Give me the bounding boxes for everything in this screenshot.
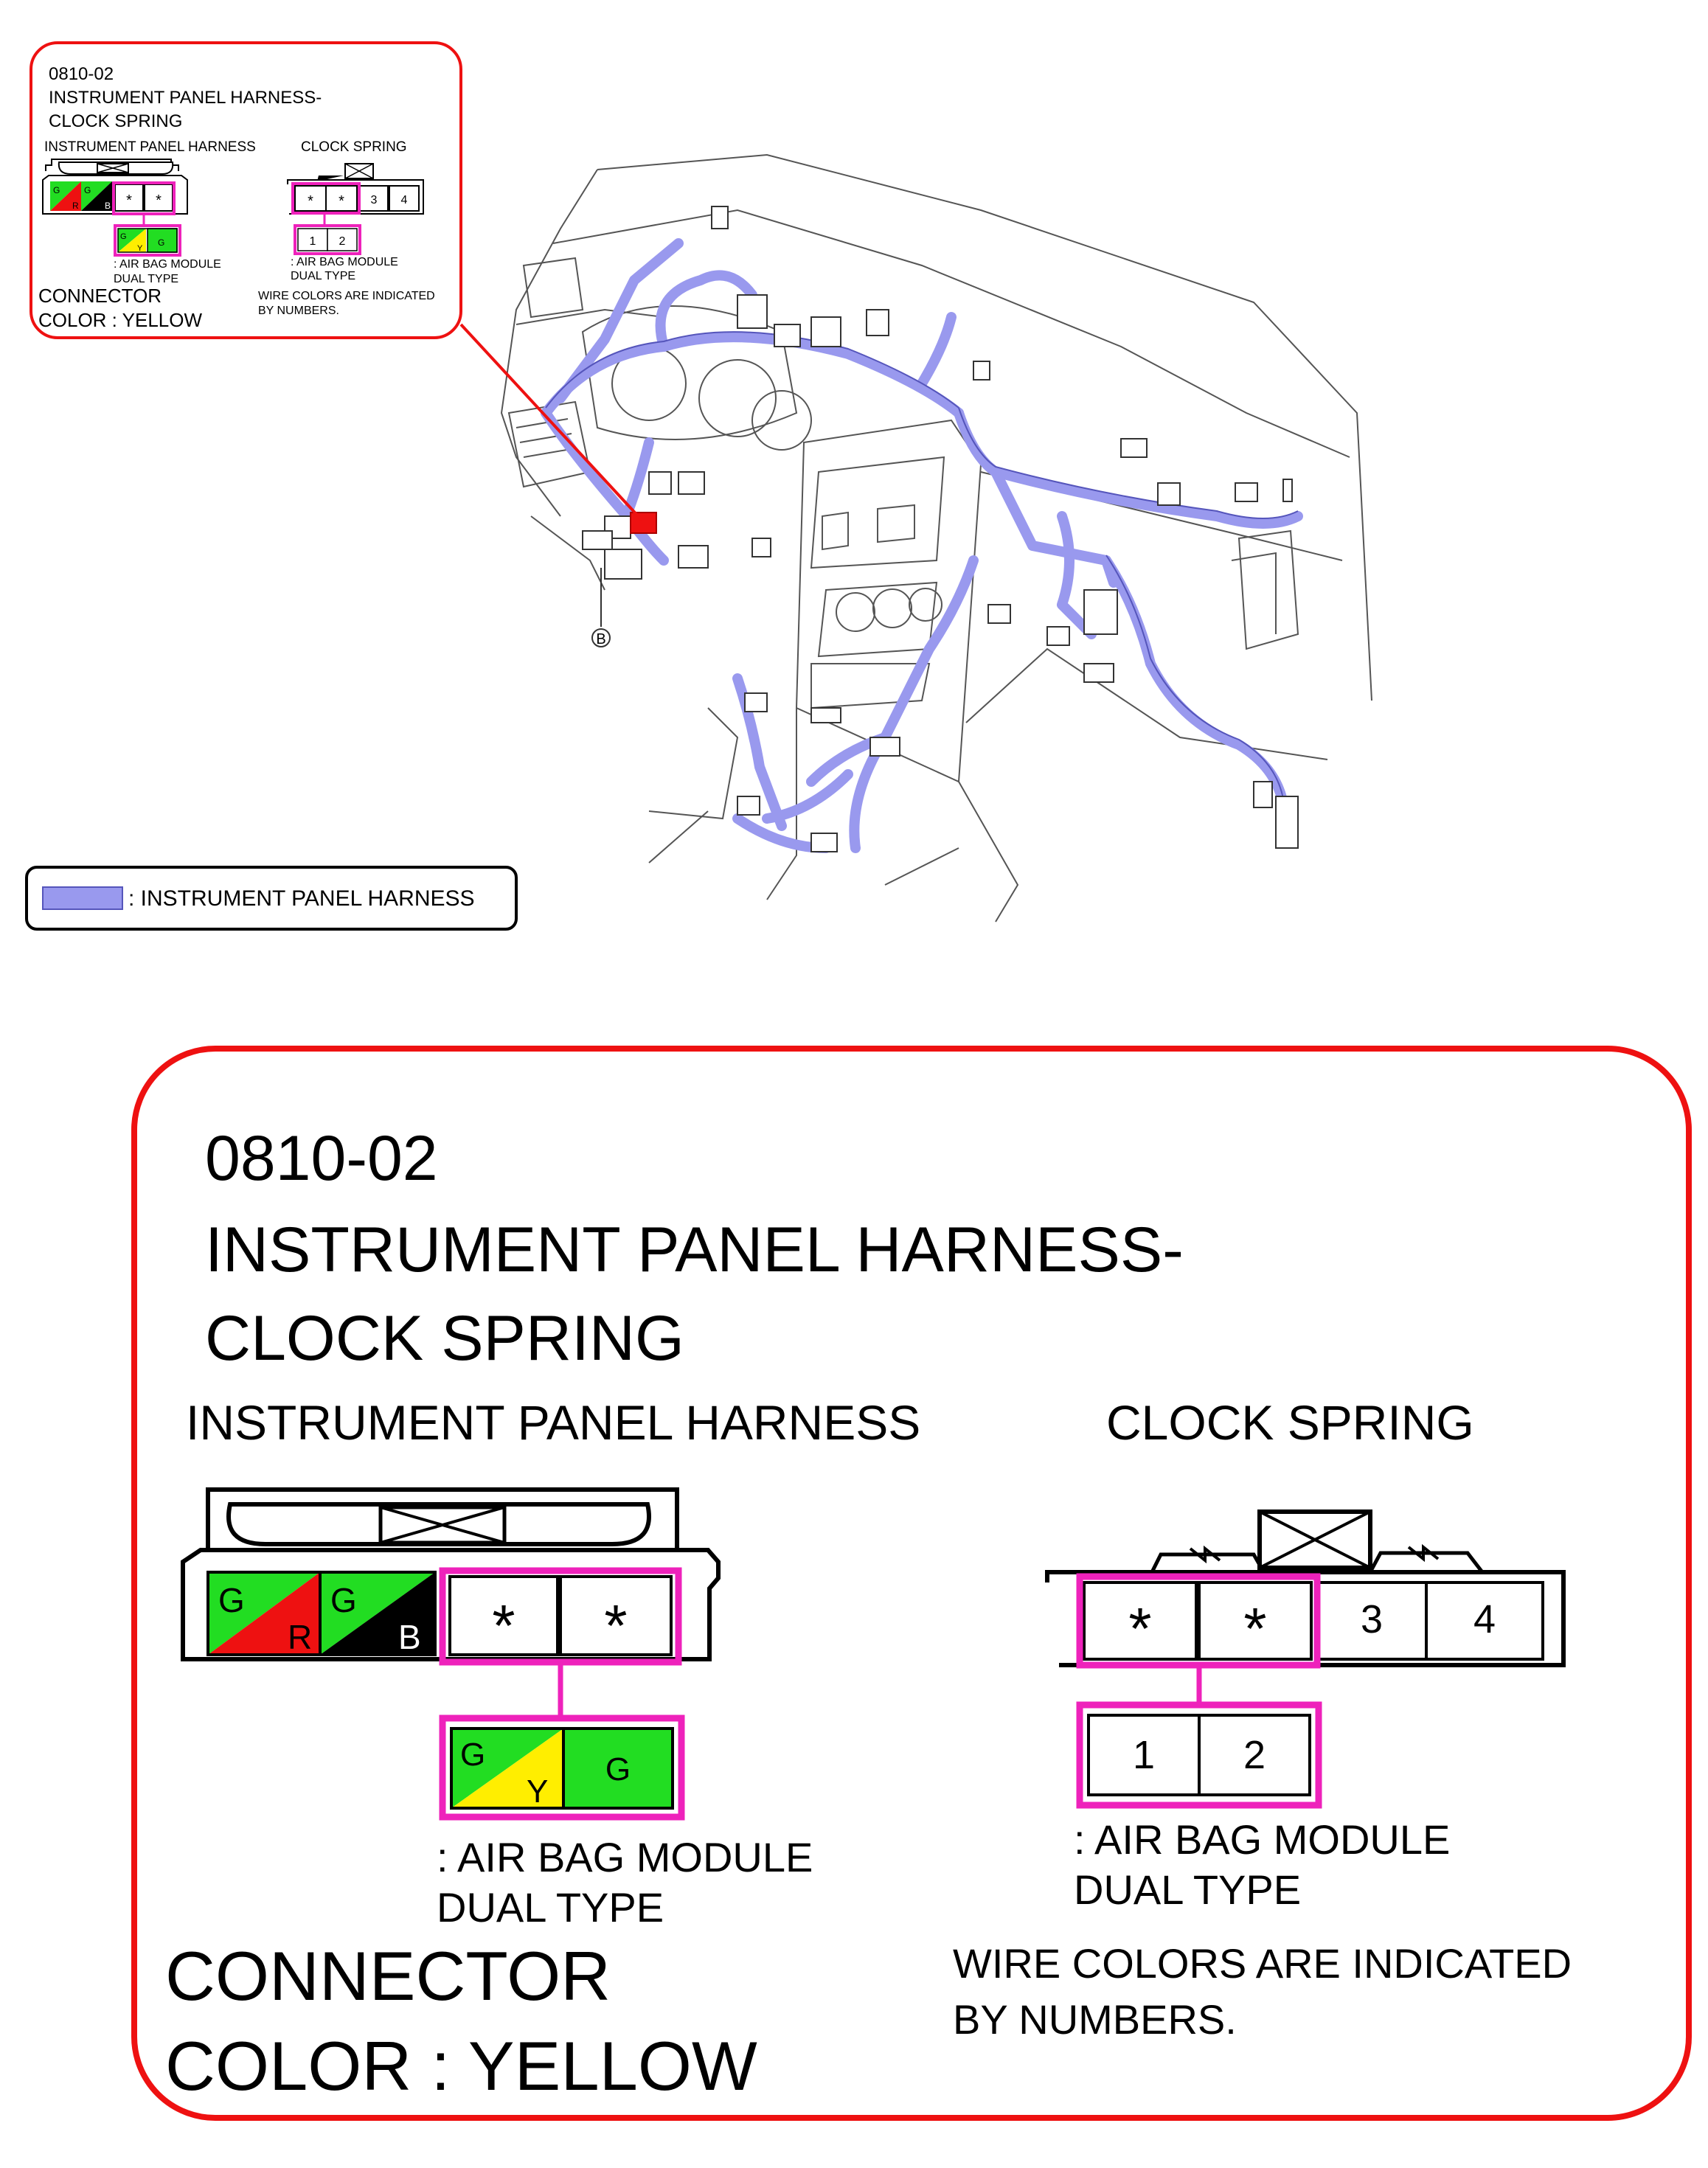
svg-text:*: * — [308, 193, 313, 209]
cs-pin3: 3 — [1361, 1597, 1383, 1641]
pin3-mark: * — [492, 1593, 515, 1658]
harness-connectors — [582, 206, 1299, 852]
svg-text:R: R — [72, 201, 79, 211]
small-right-connector: * * 3 4 1 2 — [287, 163, 424, 255]
svg-text:*: * — [126, 192, 132, 209]
small-wire-note-line2: BY NUMBERS. — [258, 305, 339, 317]
pin1-top: G — [218, 1581, 245, 1619]
svg-text:B: B — [105, 201, 111, 211]
pin4-mark: * — [604, 1593, 627, 1658]
harness-wiring — [541, 238, 1303, 853]
large-callout: 0810-02 INSTRUMENT PANEL HARNESS- CLOCK … — [131, 1046, 1692, 2121]
cs-airbag-pin1: 1 — [1133, 1733, 1155, 1777]
small-callout: 0810-02 INSTRUMENT PANEL HARNESS- CLOCK … — [29, 41, 462, 339]
highlighted-connector — [630, 512, 657, 534]
small-title-line1: INSTRUMENT PANEL HARNESS- — [49, 88, 322, 108]
svg-text:G: G — [120, 232, 127, 241]
cs-pin1: * — [1128, 1596, 1151, 1661]
cs-airbag-pin2: 2 — [1243, 1733, 1266, 1777]
small-wire-note-line1: WIRE COLORS ARE INDICATED — [258, 290, 435, 302]
b-marker-label: B — [596, 631, 605, 647]
large-right-airbag-line1: : AIR BAG MODULE — [1074, 1816, 1450, 1863]
small-code: 0810-02 — [49, 64, 114, 84]
small-left-airbag-line2: DUAL TYPE — [114, 273, 178, 285]
cs-pin4: 4 — [1473, 1597, 1496, 1641]
small-right-airbag-line1: : AIR BAG MODULE — [291, 256, 398, 268]
airbag-pin1-top: G — [460, 1737, 485, 1773]
small-title-line2: CLOCK SPRING — [49, 111, 182, 131]
svg-text:4: 4 — [401, 194, 408, 206]
pin2-top: G — [330, 1581, 357, 1619]
small-connector-line1: CONNECTOR — [38, 285, 162, 307]
small-callout-frame — [29, 41, 462, 339]
legend-label: : INSTRUMENT PANEL HARNESS — [128, 886, 475, 911]
large-connector-line1: CONNECTOR — [165, 1937, 611, 2015]
harness-wiring-outline — [545, 331, 1299, 799]
svg-text:3: 3 — [371, 194, 378, 206]
b-marker-circle — [591, 628, 611, 647]
large-code: 0810-02 — [205, 1123, 438, 1194]
airbag-pin1-bottom: Y — [527, 1773, 548, 1810]
dashboard-illustration — [500, 153, 1372, 923]
large-right-label: CLOCK SPRING — [1106, 1395, 1474, 1450]
large-title-line1: INSTRUMENT PANEL HARNESS- — [205, 1215, 1184, 1285]
svg-text:*: * — [156, 192, 162, 209]
svg-text:G: G — [53, 185, 60, 195]
small-left-connector: G R G B * * G Y G — [42, 159, 188, 257]
small-connector-line2: COLOR : YELLOW — [38, 309, 202, 331]
small-right-airbag-line2: DUAL TYPE — [291, 270, 355, 282]
svg-text:*: * — [339, 193, 344, 209]
svg-text:1: 1 — [310, 235, 316, 248]
large-left-label: INSTRUMENT PANEL HARNESS — [186, 1395, 920, 1450]
large-right-connector: * * 3 4 1 2 — [1045, 1509, 1566, 1809]
harness-legend: : INSTRUMENT PANEL HARNESS — [25, 866, 518, 931]
svg-text:Y: Y — [137, 244, 143, 253]
large-right-airbag-line2: DUAL TYPE — [1074, 1866, 1301, 1913]
large-title-line2: CLOCK SPRING — [205, 1303, 684, 1374]
svg-text:2: 2 — [339, 235, 346, 248]
svg-text:G: G — [84, 185, 91, 195]
small-right-label: CLOCK SPRING — [301, 139, 407, 155]
left-airbag-highlight — [439, 1714, 685, 1821]
legend-swatch — [42, 886, 123, 910]
callout-leader-line — [459, 323, 643, 521]
pin2-bottom: B — [398, 1618, 421, 1656]
large-left-airbag-line2: DUAL TYPE — [437, 1884, 664, 1931]
legend-frame — [25, 866, 518, 931]
large-left-connector: G R G B * * G Y G — [181, 1487, 721, 1821]
pin1-bottom: R — [288, 1618, 312, 1656]
large-callout-frame — [131, 1046, 1692, 2121]
large-left-airbag-line1: : AIR BAG MODULE — [437, 1834, 813, 1880]
large-connector-line2: COLOR : YELLOW — [165, 2027, 757, 2105]
right-airbag-highlight — [1076, 1701, 1322, 1809]
small-left-label: INSTRUMENT PANEL HARNESS — [44, 139, 256, 155]
small-left-airbag-line1: : AIR BAG MODULE — [114, 258, 221, 271]
airbag-pin2-top: G — [605, 1751, 631, 1787]
cs-pin2: * — [1243, 1596, 1266, 1661]
large-wire-note-line2: BY NUMBERS. — [953, 1996, 1237, 2043]
large-wire-note-line1: WIRE COLORS ARE INDICATED — [953, 1940, 1572, 1987]
svg-text:G: G — [158, 237, 164, 248]
